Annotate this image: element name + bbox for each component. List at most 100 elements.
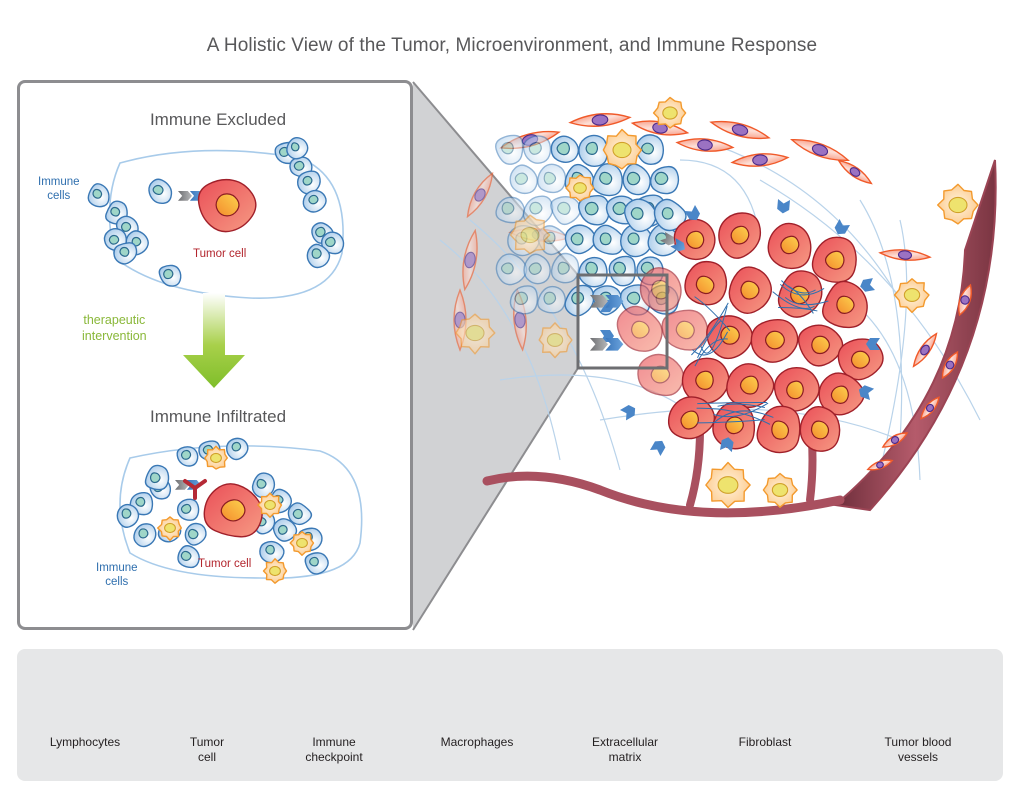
lymphocyte-nucleus [231,441,242,452]
lymphocyte-nucleus [92,188,103,199]
tumor-cell [767,222,812,270]
lymphocyte-cell [177,545,200,569]
lymphocyte-nucleus [290,142,300,152]
blood-vessel-branch [482,471,845,518]
fibroblast-cell [912,332,938,368]
macrophage-cell [762,472,798,508]
checkpoint-receptor [860,278,875,292]
lymphocyte-nucleus [180,550,192,561]
lymphocyte-cell [522,135,552,164]
immune-state-panel: Immune Excluded Immune cells Tumor cell … [17,80,413,630]
lymphocyte-nucleus [315,226,326,238]
lymphocyte-nucleus [627,232,640,245]
checkpoint-gray-chevron [178,191,192,201]
tumor-cell [811,236,857,283]
matrix-fiber [694,338,728,367]
lymphocyte-cell [550,135,580,163]
tumor-cell [726,363,775,409]
macrophage-nucleus [296,537,308,549]
lymphocyte-nucleus [311,248,322,259]
lymphocyte-cell [591,163,623,197]
lymphocyte-nucleus [108,234,120,245]
blood-vessel-capillary [686,426,704,509]
fibroblast-nucleus [752,154,768,166]
tumor-nucleus [730,225,750,245]
tumor-nucleus [675,320,695,340]
blood-vessel-main [832,159,997,512]
tumor-cell [799,406,841,452]
tumor-cell [728,266,772,315]
lymphocyte-nucleus [626,291,641,305]
tumor-cell [756,405,801,454]
checkpoint-blue-chevron [605,295,624,308]
therapeutic-intervention-label: therapeutic intervention [82,312,147,344]
lymphocyte-nucleus [641,142,655,155]
receptor-chevron [720,437,734,453]
checkpoint-receptor [858,385,875,400]
tumor-cell [718,212,762,259]
checkpoint-blue-chevron [670,237,685,252]
tumor-nucleus [695,370,714,390]
lymphocyte-cell [144,464,170,491]
tumor-nucleus [725,416,744,435]
lymphocyte-nucleus [630,207,644,220]
lymphocyte-nucleus [308,194,319,205]
matrix-fiber [784,296,829,306]
lymphocyte-nucleus [187,528,199,540]
ecm-fiber [859,199,903,441]
macrophage-nucleus [264,499,276,511]
macrophage-cell [204,445,228,470]
matrix-fiber [781,280,816,294]
fibroblast-cell [466,171,494,219]
tumor-boundary-infiltrated [119,445,363,580]
tumor-nucleus [680,410,699,430]
immune-cells-label-top: Immune cells [38,176,80,202]
lymphocyte-cell [302,189,327,213]
lymphocyte-cell [133,523,157,548]
fibroblast-nucleus [876,461,884,469]
macrophage-cell [602,128,643,170]
immune-checkpoint [660,232,685,252]
lymphocyte-nucleus [528,262,542,275]
fibroblast-cell [881,432,909,448]
fibroblast-nucleus [960,295,970,305]
tumor-nucleus [650,365,671,384]
tumor-cell [639,267,682,312]
fibroblast-cell [709,120,771,140]
matrix-fiber [787,285,814,314]
magnifier-wedge [413,82,578,630]
lymphocyte-nucleus [514,172,529,185]
macrophage-cell [157,516,182,542]
matrix-fiber [714,410,774,423]
checkpoint-receptor [720,437,734,453]
receptor-chevron [834,219,850,235]
lymphocyte-nucleus [557,261,570,275]
tumor-cell [706,315,753,360]
macrophage-cell [565,174,595,202]
lymphocyte-cell [306,243,331,269]
tumor-cell [750,318,799,363]
fibroblast-cell [630,120,690,136]
fibroblast-cell [878,249,932,261]
lymphocyte-cell [495,134,524,165]
fibroblast-nucleus [890,436,900,444]
lymphocyte-cell [251,472,276,498]
macrophage-nucleus [612,141,632,159]
lymphocyte-cell [622,163,651,196]
lymphocyte-nucleus [514,291,529,306]
intervention-line-2: intervention [82,329,147,343]
tumor-nucleus [764,330,785,350]
immune-infiltrated-title: Immune Infiltrated [149,407,287,426]
tumor-nucleus [720,325,740,345]
fibroblast-cell [568,113,632,127]
ecm-fiber [759,179,981,421]
fibroblast-nucleus [464,251,476,269]
lymphocyte-cell [537,163,567,194]
lymphocyte-nucleus [292,508,303,520]
matrix-fiber [713,402,769,418]
lymphocyte-cell [304,552,329,575]
matrix-fiber [697,401,767,405]
lymphocyte-nucleus [585,261,598,276]
fibroblast-nucleus [811,144,829,156]
ecm-fiber [879,219,908,471]
